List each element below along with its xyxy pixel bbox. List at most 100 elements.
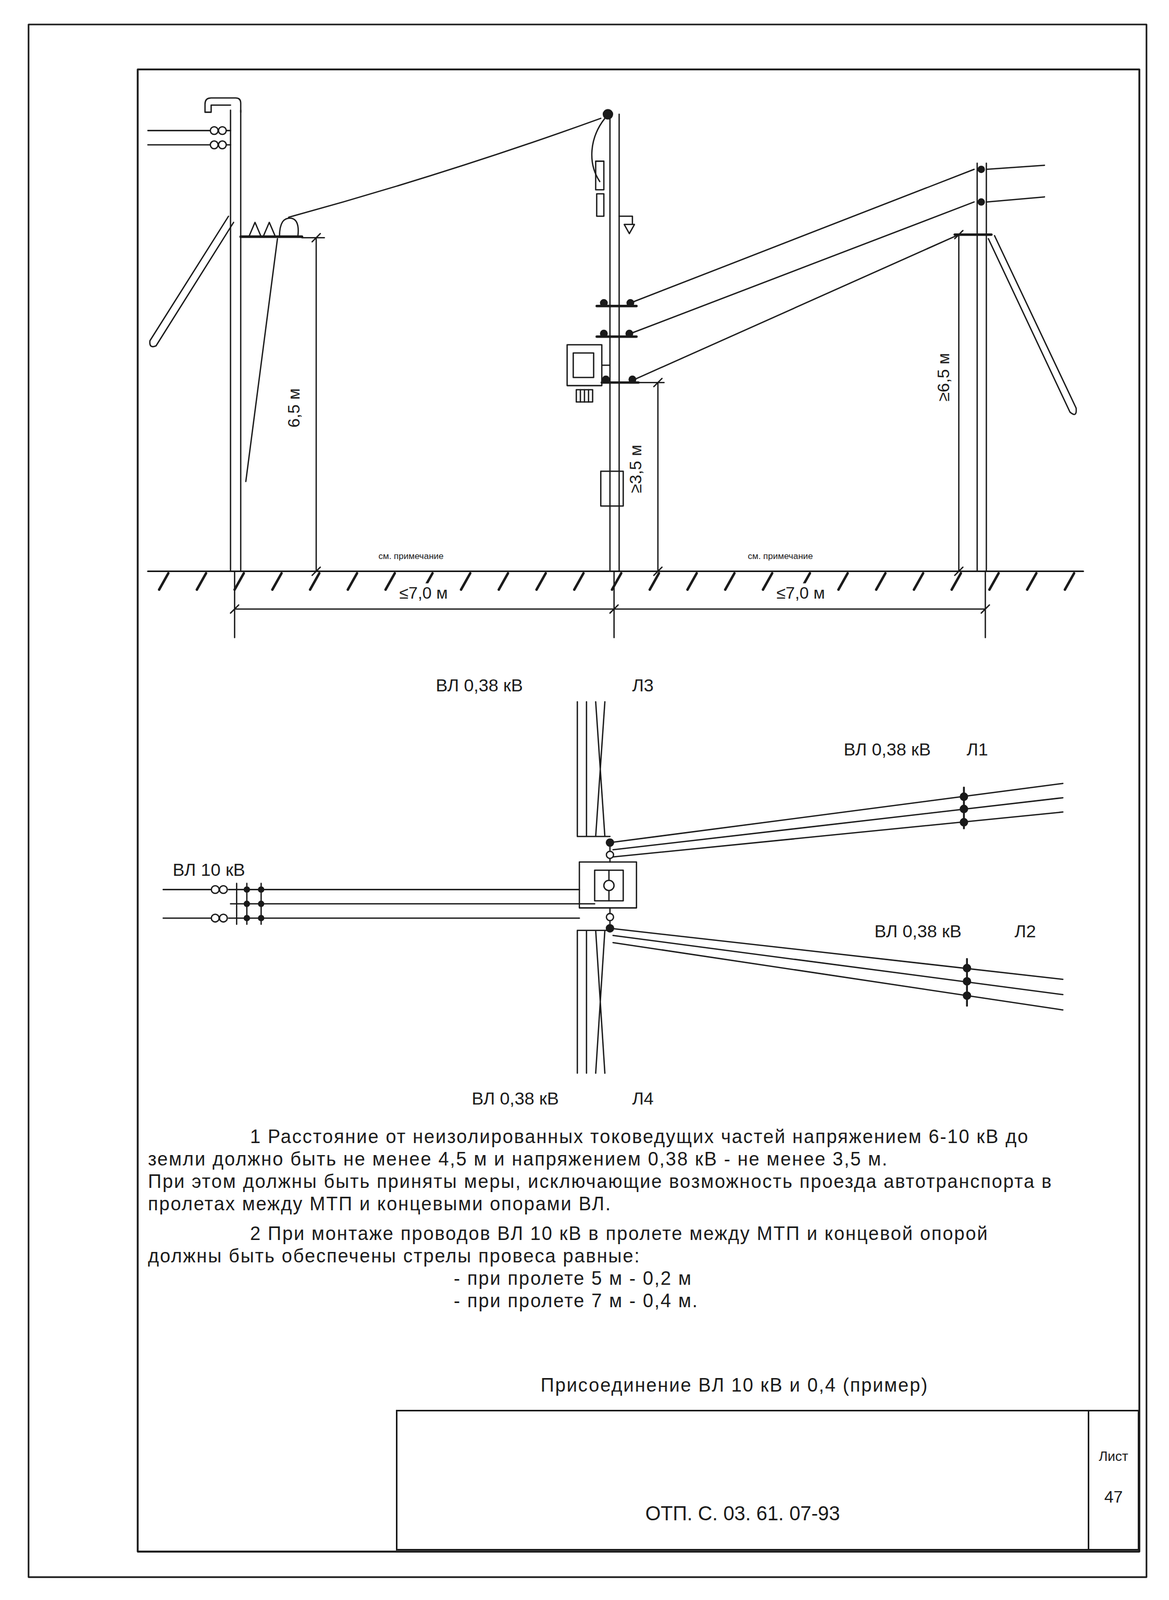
junction-dot <box>963 991 971 1000</box>
sheet-number: 47 <box>1104 1487 1124 1507</box>
inner-frame <box>137 69 1140 1552</box>
dimension-label: ≤7,0 м <box>397 583 451 603</box>
junction-dot <box>258 915 264 921</box>
note-text: 2 При монтаже проводов ВЛ 10 кВ в пролет… <box>147 1222 1065 1267</box>
pole-box <box>600 471 624 507</box>
outer-frame <box>28 24 1147 1577</box>
pole-strut <box>988 235 1077 415</box>
plan-pole <box>236 883 261 925</box>
junction-dot <box>244 886 250 892</box>
line-number: Л1 <box>964 739 990 760</box>
mtp-inner <box>594 869 624 901</box>
terminal <box>606 913 614 921</box>
transformer-inner <box>573 352 594 378</box>
insulator <box>602 376 610 383</box>
junction-dot <box>244 901 250 907</box>
mtp-lead <box>608 869 611 901</box>
insulator <box>219 914 228 923</box>
pole-top-bracket <box>205 97 242 113</box>
junction-dot <box>258 901 264 907</box>
insulator <box>210 141 219 149</box>
fuse-symbol <box>595 160 604 190</box>
insulator <box>603 109 613 119</box>
note-text: - при пролете 7 м - 0,4 м. <box>147 1289 1065 1312</box>
plan-wires-10kv <box>163 889 595 918</box>
terminal <box>606 851 614 859</box>
dimension-line <box>302 233 325 576</box>
transformer-pole <box>610 114 620 571</box>
insulator <box>211 885 220 894</box>
junction-dot <box>960 818 968 826</box>
reference-note: см. примечание <box>745 551 815 562</box>
ground-line <box>147 570 1084 572</box>
dimension-label: ≤7,0 м <box>774 583 828 603</box>
drawing-code: ОТП. С. 03. 61. 07-93 <box>645 1502 841 1525</box>
insulator <box>978 199 985 206</box>
insulators <box>249 218 299 238</box>
notes-block: 1 Расстояние от неизолированных токоведу… <box>147 1125 1065 1312</box>
line-number: Л4 <box>629 1088 656 1109</box>
line-label: ВЛ 0,38 кВ <box>433 675 525 696</box>
plan-wires-l1 <box>610 783 1063 857</box>
wire <box>288 118 601 218</box>
note-text: 1 Расстояние от неизолированных токоведу… <box>147 1125 1065 1171</box>
crossarm <box>596 305 639 383</box>
insulator <box>218 126 227 135</box>
junction-dot <box>244 915 250 921</box>
dimension-label: ≥6,5 м <box>934 351 954 404</box>
insulator <box>218 141 227 149</box>
dimension-label: 6,5 м <box>284 386 304 430</box>
insulator <box>978 166 985 173</box>
busbar-box <box>576 389 593 402</box>
junction-dot <box>963 977 971 986</box>
line-number: Л2 <box>1012 921 1038 942</box>
insulator <box>600 330 608 338</box>
plan-wires-l2 <box>610 928 1063 1011</box>
line-label: ВЛ 0,38 кВ <box>469 1088 561 1109</box>
dimension-line <box>230 570 990 638</box>
mtp-plan-box <box>579 862 637 909</box>
down-lead <box>591 118 605 182</box>
line-label: ВЛ 0,38 кВ <box>841 739 933 760</box>
title-block-cell: Лист 47 <box>1089 1409 1140 1551</box>
brace <box>245 238 278 482</box>
note-text: - при пролете 5 м - 0,2 м <box>147 1266 1065 1290</box>
transformer-link <box>601 364 611 367</box>
busbar-hatch <box>580 389 589 402</box>
wires-038 <box>986 165 1045 202</box>
mtp-symbol <box>603 880 615 891</box>
end-pole <box>230 109 242 571</box>
title-block-cell: ОТП. С. 03. 61. 07-93 <box>395 1409 1090 1551</box>
dimension-label: ≥3,5 м <box>626 442 646 496</box>
insulator <box>219 885 228 894</box>
end-pole <box>977 163 987 571</box>
junction-dot <box>960 792 968 801</box>
plan-wires-l3 <box>577 701 611 837</box>
pole-strut <box>150 216 234 347</box>
arrester-symbol <box>619 216 635 234</box>
junction-dot <box>258 886 264 892</box>
line-number: Л3 <box>629 675 656 696</box>
note-text: При этом должны быть приняты меры, исклю… <box>147 1170 1065 1215</box>
transformer-box <box>567 344 603 386</box>
insulator <box>600 299 608 307</box>
caption: Присоединение ВЛ 10 кВ и 0,4 (пример) <box>538 1374 931 1396</box>
sheet-label: Лист <box>1098 1448 1129 1464</box>
wires-038 <box>630 169 975 380</box>
insulator <box>210 126 219 135</box>
junction-dot <box>963 964 971 972</box>
insulator <box>211 914 220 923</box>
plan-wires-l4 <box>577 930 611 1074</box>
reference-note: см. примечание <box>376 551 446 562</box>
disconnector-symbol <box>596 193 604 217</box>
ground-hatch <box>158 573 1074 590</box>
dimension-line <box>954 230 964 576</box>
drawing-group <box>28 24 1147 1577</box>
line-label: ВЛ 10 кВ <box>170 859 248 880</box>
junction-dot <box>960 805 968 813</box>
line-label: ВЛ 0,38 кВ <box>872 921 964 942</box>
